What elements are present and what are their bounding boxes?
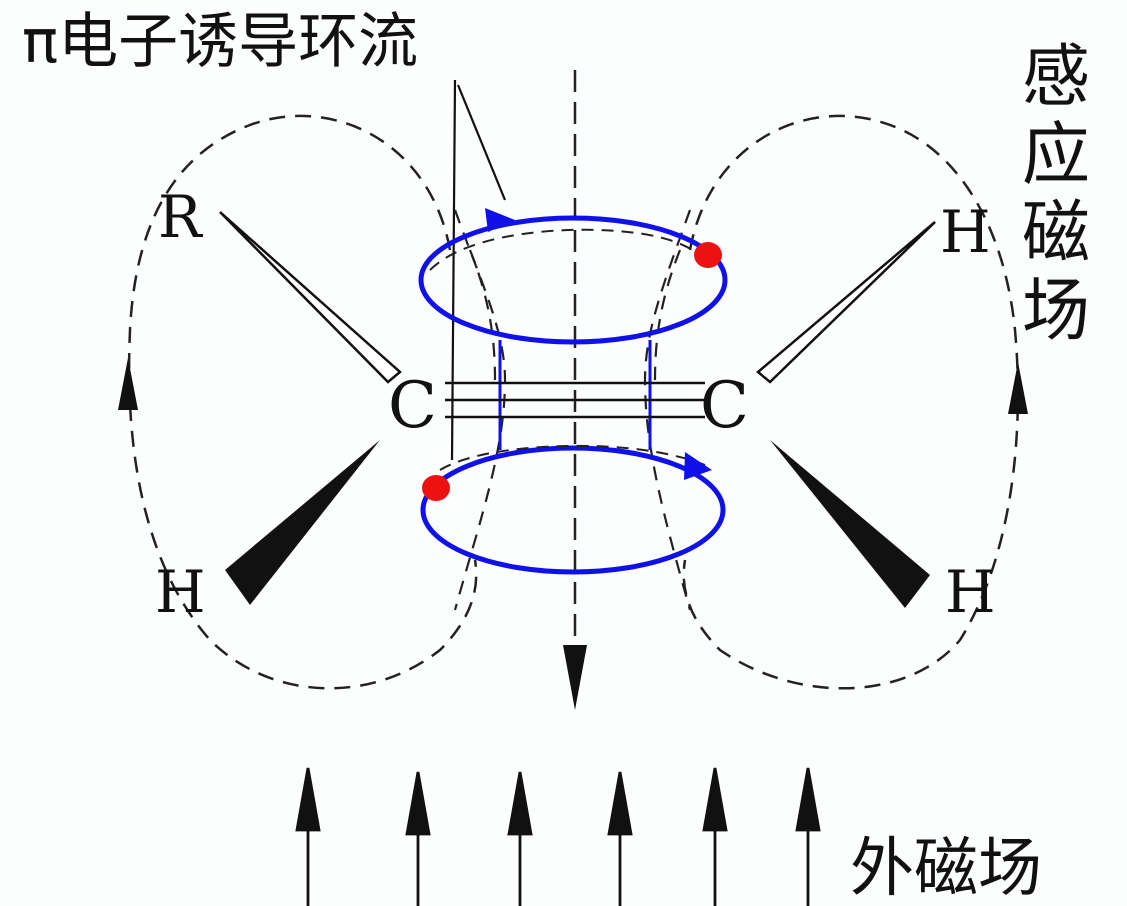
bond-c-h-bottom-left [225, 440, 380, 605]
induced-field-char-2: 应 [1022, 116, 1090, 195]
atom-hydrogen-bottom-right: H [945, 558, 996, 626]
triple-bond [445, 381, 705, 419]
atom-carbon-right: C [700, 369, 749, 443]
bond-c-h-bottom-right [770, 440, 930, 608]
upper-ring-front [429, 228, 701, 271]
bond-c-h-top [756, 221, 936, 384]
upper-ring-current [418, 215, 728, 345]
induced-field-label: 感 应 磁 场 [1022, 38, 1090, 351]
inner-field-lines [453, 209, 692, 611]
central-axis-arrow [563, 645, 587, 710]
label-pointer-2 [456, 84, 507, 201]
upper-ring-arrow [485, 208, 515, 232]
induced-field-char-4: 场 [1022, 272, 1090, 351]
left-loop-arrow [118, 358, 138, 410]
induced-field-char-3: 磁 [1022, 194, 1090, 273]
right-field-loop [682, 114, 1020, 690]
external-field-arrows [295, 767, 821, 906]
atom-substituent-r: R [158, 183, 204, 251]
right-loop-arrow [1008, 362, 1028, 414]
atom-hydrogen-top-right: H [940, 198, 991, 266]
lower-ring-arrow [684, 452, 712, 480]
pi-current-label: π电子诱导环流 [22, 7, 418, 77]
label-pointer-1 [450, 79, 457, 461]
lower-ring-current [420, 445, 726, 575]
induced-field-char-1: 感 [1022, 38, 1090, 117]
external-field-label: 外磁场 [850, 832, 1042, 906]
atom-carbon-left: C [388, 369, 437, 443]
bond-c-r [219, 211, 402, 384]
proton-marker-lower [422, 475, 450, 501]
atom-hydrogen-bottom-left: H [155, 558, 206, 626]
proton-marker-upper [694, 242, 722, 268]
pi-lobe-lines [498, 340, 652, 450]
left-field-loop [127, 114, 478, 690]
